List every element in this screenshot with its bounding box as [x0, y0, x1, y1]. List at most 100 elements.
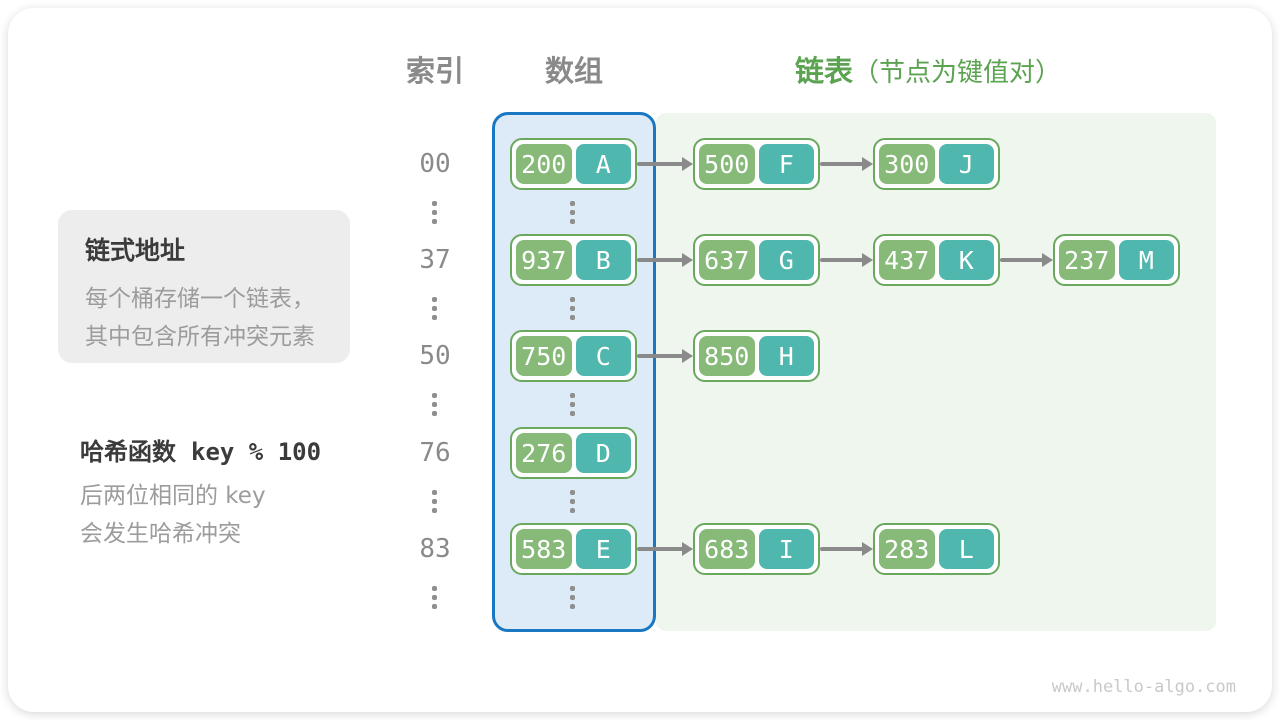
index-ellipsis-dots — [432, 201, 437, 224]
dot — [570, 306, 575, 311]
dot — [570, 595, 575, 600]
node-key: 583 — [516, 529, 572, 569]
hash-note-line: 后两位相同的 key — [80, 483, 266, 509]
dot — [570, 210, 575, 215]
dot — [570, 201, 575, 206]
dot — [570, 586, 575, 591]
node-value: K — [938, 240, 994, 280]
bucket-index-label: 50 — [419, 341, 451, 371]
arrow-head — [862, 542, 873, 556]
dot — [432, 219, 437, 224]
node-value: D — [575, 433, 631, 473]
node-value: I — [758, 529, 814, 569]
arrow-shaft — [637, 162, 684, 166]
index-ellipsis-dots — [432, 297, 437, 320]
dot — [570, 297, 575, 302]
arrow-icon — [820, 253, 873, 267]
arrow-head — [682, 542, 693, 556]
dot — [570, 508, 575, 513]
watermark: www.hello-algo.com — [1051, 677, 1236, 697]
node-value: E — [575, 529, 631, 569]
node-value: G — [758, 240, 814, 280]
hash-function-title: 哈希函数 key % 100 — [80, 432, 321, 467]
chaining-note-line: 每个桶存储一个链表， — [85, 286, 315, 312]
node-key: 276 — [516, 433, 572, 473]
arrow-shaft — [637, 354, 684, 358]
hash-function-formula: key % 100 — [191, 438, 322, 466]
array-ellipsis-dots — [570, 201, 575, 224]
node-key: 300 — [879, 144, 935, 184]
node-value: M — [1118, 240, 1174, 280]
dot — [570, 393, 575, 398]
arrow-shaft — [820, 547, 864, 551]
node-value: F — [758, 144, 814, 184]
dot — [432, 201, 437, 206]
dot — [570, 219, 575, 224]
node-key: 283 — [879, 529, 935, 569]
arrow-head — [682, 349, 693, 363]
arrow-icon — [1000, 253, 1053, 267]
arrow-shaft — [820, 162, 864, 166]
dot — [432, 604, 437, 609]
chaining-note-line: 其中包含所有冲突元素 — [85, 324, 315, 350]
dot — [432, 210, 437, 215]
arrow-head — [1042, 253, 1053, 267]
hash-function-label: 哈希函数 — [80, 438, 176, 466]
hash-function-note: 哈希函数 key % 100 后两位相同的 key 会发生哈希冲突 — [80, 432, 321, 553]
arrow-head — [682, 157, 693, 171]
array-ellipsis-dots — [570, 297, 575, 320]
hash-note-line: 会发生哈希冲突 — [80, 521, 241, 547]
list-header-label: 链表 — [795, 54, 854, 88]
chaining-note-title: 链式地址 — [85, 236, 186, 265]
column-header-index: 索引 — [405, 54, 464, 88]
dot — [432, 315, 437, 320]
dot — [432, 297, 437, 302]
arrow-head — [862, 253, 873, 267]
array-ellipsis-dots — [570, 586, 575, 609]
arrow-icon — [637, 157, 693, 171]
node-key: 500 — [699, 144, 755, 184]
node-value: C — [575, 336, 631, 376]
arrow-shaft — [637, 258, 684, 262]
arrow-shaft — [1000, 258, 1044, 262]
dot — [570, 499, 575, 504]
dot — [432, 402, 437, 407]
node-value: A — [575, 144, 631, 184]
dot — [432, 499, 437, 504]
column-header-list: 链表（节点为键值对） — [795, 53, 1061, 89]
dot — [570, 604, 575, 609]
dot — [570, 402, 575, 407]
arrow-head — [682, 253, 693, 267]
dot — [570, 315, 575, 320]
bucket-index-label: 83 — [419, 534, 451, 564]
list-header-note: （节点为键值对） — [853, 58, 1062, 88]
arrow-shaft — [820, 258, 864, 262]
dot — [432, 508, 437, 513]
dot — [432, 586, 437, 591]
index-ellipsis-dots — [432, 490, 437, 513]
node-key: 637 — [699, 240, 755, 280]
node-key: 750 — [516, 336, 572, 376]
dot — [570, 490, 575, 495]
index-ellipsis-dots — [432, 393, 437, 416]
dot — [432, 306, 437, 311]
arrow-shaft — [637, 547, 684, 551]
array-ellipsis-dots — [570, 490, 575, 513]
arrow-icon — [637, 253, 693, 267]
node-key: 437 — [879, 240, 935, 280]
arrow-icon — [820, 542, 873, 556]
arrow-icon — [637, 349, 693, 363]
dot — [432, 595, 437, 600]
node-value: L — [938, 529, 994, 569]
node-key: 200 — [516, 144, 572, 184]
column-header-array: 数组 — [544, 54, 603, 88]
